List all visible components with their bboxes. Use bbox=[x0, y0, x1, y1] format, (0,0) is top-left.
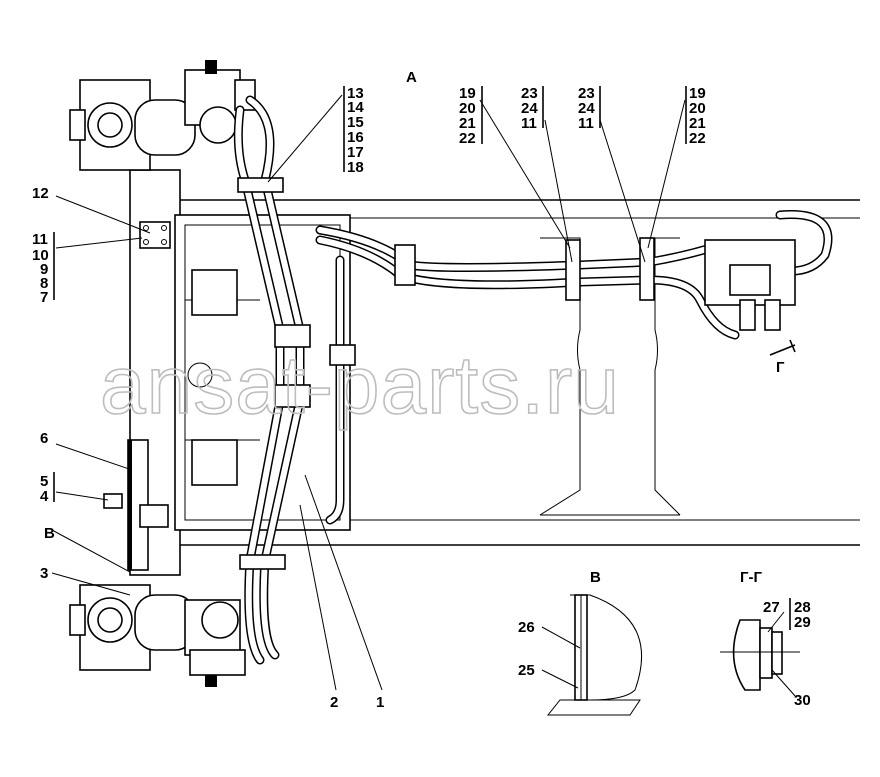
callout-30: 30 bbox=[794, 692, 811, 709]
callout-23-b: 23 bbox=[578, 85, 595, 102]
leader-lines bbox=[51, 86, 797, 698]
callout-21: 21 bbox=[459, 115, 476, 132]
hose-clamps bbox=[237, 177, 655, 570]
callout-20: 20 bbox=[459, 100, 476, 117]
callout-13: 13 bbox=[347, 85, 364, 102]
callout-7: 7 bbox=[40, 289, 48, 306]
control-valve-block bbox=[704, 239, 796, 356]
callout-26: 26 bbox=[518, 619, 535, 636]
callout-8: 8 bbox=[40, 275, 48, 292]
callout-18: 18 bbox=[347, 159, 364, 176]
callout-3: 3 bbox=[40, 565, 48, 582]
detail-section-gg bbox=[720, 619, 800, 691]
callout-2: 2 bbox=[330, 694, 338, 711]
callout-20-b: 20 bbox=[689, 100, 706, 117]
callout-17: 17 bbox=[347, 144, 364, 161]
cross-member bbox=[539, 237, 681, 516]
callout-4: 4 bbox=[40, 488, 49, 505]
callout-23: 23 bbox=[521, 85, 538, 102]
callout-10: 10 bbox=[32, 247, 49, 264]
callout-29: 29 bbox=[794, 614, 811, 631]
callout-9: 9 bbox=[40, 261, 48, 278]
callout-24-b: 24 bbox=[578, 100, 595, 117]
callout-numbers: 1 2 3 4 5 6 7 8 9 10 11 12 13 14 15 16 1… bbox=[32, 85, 811, 711]
callout-5: 5 bbox=[40, 473, 48, 490]
section-b-title: В bbox=[590, 569, 601, 586]
callout-11-a: 11 bbox=[521, 115, 537, 132]
hose-lines bbox=[233, 95, 833, 665]
callout-21-b: 21 bbox=[689, 115, 706, 132]
view-b-callout: В bbox=[44, 525, 55, 542]
callout-19: 19 bbox=[459, 85, 476, 102]
callout-16: 16 bbox=[347, 129, 364, 146]
top-steering-cylinder bbox=[69, 60, 256, 171]
section-gg-title: Г-Г bbox=[740, 569, 762, 586]
view-g-callout: Г bbox=[776, 359, 785, 376]
callout-12: 12 bbox=[32, 185, 49, 202]
callout-28: 28 bbox=[794, 599, 811, 616]
callout-1: 1 bbox=[376, 694, 384, 711]
callout-11: 11 bbox=[32, 231, 48, 248]
callout-14: 14 bbox=[347, 99, 364, 116]
watermark-text: ansat-parts.ru bbox=[100, 340, 620, 431]
callout-15: 15 bbox=[347, 114, 364, 131]
mounting-plate bbox=[103, 221, 171, 528]
callout-25: 25 bbox=[518, 662, 535, 679]
callout-6: 6 bbox=[40, 430, 48, 447]
view-a-label: А bbox=[406, 69, 417, 86]
bottom-steering-cylinder bbox=[69, 584, 246, 687]
callout-22-b: 22 bbox=[689, 130, 706, 147]
callout-27: 27 bbox=[763, 599, 780, 616]
callout-19-b: 19 bbox=[689, 85, 706, 102]
callout-24: 24 bbox=[521, 100, 538, 117]
detail-view-b bbox=[546, 594, 643, 716]
callout-11-b: 11 bbox=[578, 115, 594, 132]
callout-22: 22 bbox=[459, 130, 476, 147]
